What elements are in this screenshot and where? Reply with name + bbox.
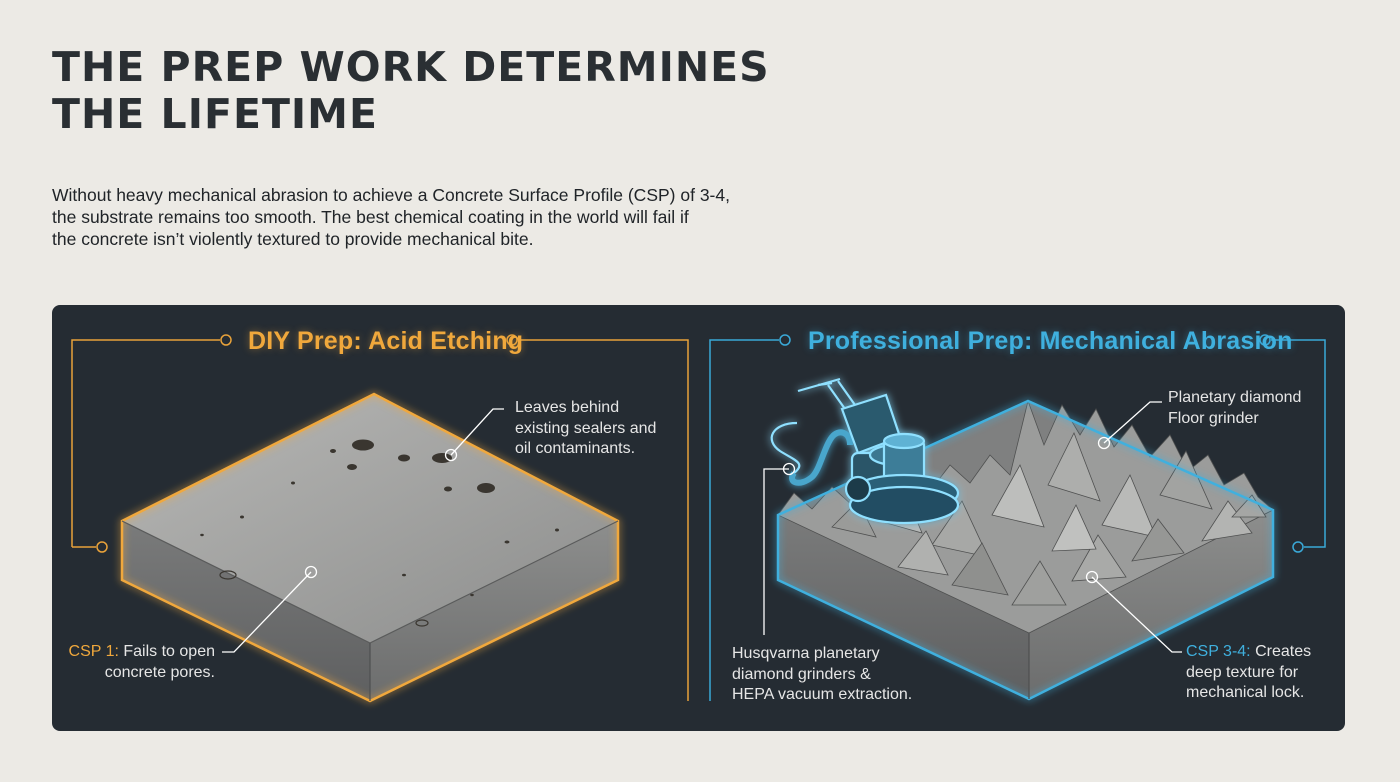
diy-oil-stains	[200, 439, 559, 627]
pro-concrete-slab	[776, 399, 1275, 701]
diy-csp1-label: CSP 1:	[68, 643, 119, 660]
pro-callout-grinder: Planetary diamond Floor grinder	[1168, 388, 1301, 429]
pro-jagged-texture	[777, 399, 1274, 634]
comparison-panel: DIY Prep: Acid Etching Professional Prep…	[52, 305, 1345, 731]
intro-line-3: the concrete isn’t violently textured to…	[52, 229, 534, 249]
pro-callout-equipment-line-3: HEPA vacuum extraction.	[732, 686, 913, 703]
pro-callout-csp34: CSP 3-4: Creates deep texture for mechan…	[1186, 642, 1311, 704]
pro-callout-grinder-line-2: Floor grinder	[1168, 409, 1259, 427]
diy-csp1-text: Fails to open	[118, 643, 215, 660]
pro-heading: Professional Prep: Mechanical Abrasion	[808, 327, 1293, 355]
diy-concrete-slab	[120, 392, 620, 703]
page-title-line-2: THE LIFETIME	[52, 90, 378, 138]
diy-callout-contaminants-line-2: existing sealers and	[515, 419, 657, 437]
diy-callout-contaminants-line-1: Leaves behind	[515, 399, 620, 416]
floor-grinder-icon	[770, 377, 960, 525]
pro-callout-equipment-line-1: Husqvarna planetary	[732, 645, 880, 662]
diy-heading: DIY Prep: Acid Etching	[248, 327, 524, 355]
intro-line-2: the substrate remains too smooth. The be…	[52, 207, 689, 227]
diy-callout-leaders	[222, 408, 504, 653]
diy-callout-contaminants: Leaves behind existing sealers and oil c…	[515, 398, 656, 460]
intro-paragraph: Without heavy mechanical abrasion to ach…	[52, 184, 792, 250]
diy-callout-contaminants-line-3: oil contaminants.	[515, 440, 636, 457]
page-title-line-1: THE PREP WORK DETERMINES	[52, 43, 770, 91]
page-title: THE PREP WORK DETERMINES THE LIFETIME	[52, 44, 852, 138]
diy-frame-lines	[71, 334, 689, 701]
pro-callout-grinder-line-1: Planetary diamond	[1168, 389, 1302, 406]
pro-csp34-line-2: deep texture for	[1186, 663, 1299, 681]
diy-csp1-line-2: concrete pores.	[104, 663, 215, 681]
pro-csp34-label: CSP 3-4:	[1186, 643, 1251, 660]
pro-callout-equipment-line-2: diamond grinders &	[732, 665, 871, 683]
diy-callout-csp1: CSP 1: Fails to open concrete pores.	[52, 642, 215, 683]
comparison-illustration	[71, 334, 1326, 703]
pro-callout-leaders	[763, 401, 1182, 653]
pro-frame-lines	[709, 334, 1326, 701]
intro-line-1: Without heavy mechanical abrasion to ach…	[52, 185, 730, 205]
pro-csp34-line-3: mechanical lock.	[1186, 684, 1305, 701]
pro-csp34-text: Creates	[1250, 643, 1312, 660]
pro-callout-equipment: Husqvarna planetary diamond grinders & H…	[732, 644, 912, 706]
